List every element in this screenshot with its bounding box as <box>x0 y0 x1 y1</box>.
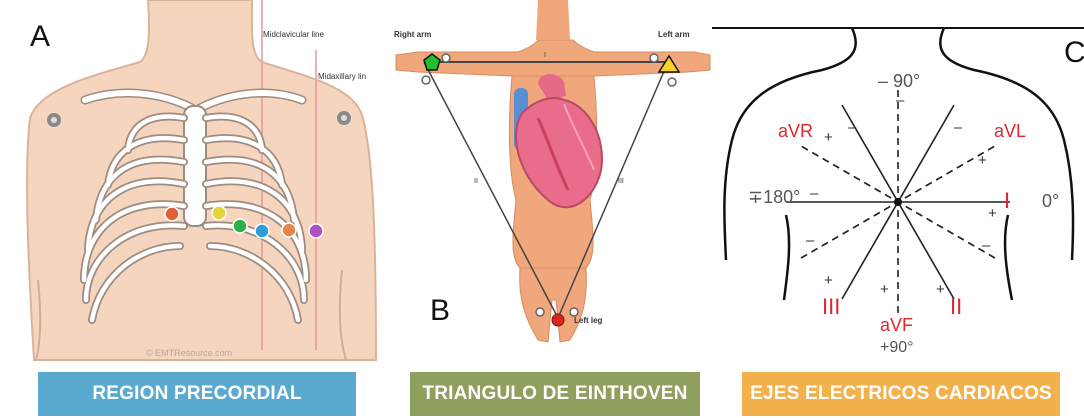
axes-center-point <box>894 198 902 206</box>
left-leg-label: Left leg <box>574 316 602 325</box>
electrode-v3 <box>233 219 247 233</box>
label-lead-iii: III <box>822 296 840 318</box>
label-avr: aVR <box>778 122 813 140</box>
svg-text:–: – <box>810 185 819 202</box>
label-avf: aVF <box>880 316 913 334</box>
panel-precordial-region: A Midclavicular line Midaxillary lin © E… <box>0 0 380 418</box>
electrode-v5 <box>282 223 296 237</box>
caption-cardiac-electrical-axes: EJES ELECTRICOS CARDIACOS <box>742 372 1060 416</box>
panel-letter-a: A <box>30 22 50 52</box>
label-minus-90: – 90° <box>878 72 920 90</box>
label-lead-ii: II <box>950 296 962 318</box>
right-arm-label: Right arm <box>394 30 431 39</box>
panel-cardiac-electrical-axes: – + – – + – + – + + + – C – 90° aVR aVL … <box>712 0 1084 418</box>
label-avl: aVL <box>994 122 1026 140</box>
midaxillary-line-label: Midaxillary lin <box>318 72 366 81</box>
label-plus-90: +90° <box>880 340 914 356</box>
svg-text:+: + <box>988 205 997 222</box>
panel-einthoven-triangle: Right arm Left arm Left leg I II III B T… <box>388 0 718 418</box>
torso-outline-right <box>724 28 855 260</box>
svg-text:+: + <box>978 152 987 169</box>
electrode-v1 <box>165 207 179 221</box>
caption-precordial-region: REGION PRECORDIAL <box>38 372 356 416</box>
body-illustration <box>388 0 718 418</box>
svg-text:+: + <box>824 272 833 289</box>
electrode-v4 <box>255 224 269 238</box>
panel-letter-c: C <box>1064 38 1084 68</box>
arm-line-left <box>1005 215 1012 300</box>
panel-letter-b: B <box>430 296 450 326</box>
svg-text:+: + <box>824 129 833 146</box>
neck <box>536 0 570 40</box>
label-zero: 0° <box>1042 192 1059 210</box>
watermark-text: © EMTResource.com <box>146 348 232 358</box>
svg-text:–: – <box>954 119 963 136</box>
caption-einthoven-triangle: TRIANGULO DE EINTHOVEN <box>410 372 700 416</box>
arm-line-right <box>784 215 789 300</box>
svg-text:–: – <box>806 232 815 249</box>
midclavicular-line-label: Midclavicular line <box>263 30 324 39</box>
svg-text:–: – <box>982 237 991 254</box>
electrode-v6 <box>309 224 323 238</box>
lead-i-label: I <box>544 52 546 59</box>
lead-iii-label: III <box>618 178 624 185</box>
legs <box>520 268 587 342</box>
left-arm-label: Left arm <box>658 30 690 39</box>
lead-ii-label: II <box>474 178 478 185</box>
electrode-v2 <box>212 206 226 220</box>
svg-text:–: – <box>896 92 905 109</box>
label-lead-i: I <box>1004 190 1010 212</box>
svg-text:+: + <box>936 281 945 298</box>
left-leg-marker-circle <box>552 314 564 326</box>
svg-text:–: – <box>848 119 857 136</box>
label-minus-180: ∓180° <box>748 188 800 206</box>
svg-text:+: + <box>880 281 889 298</box>
